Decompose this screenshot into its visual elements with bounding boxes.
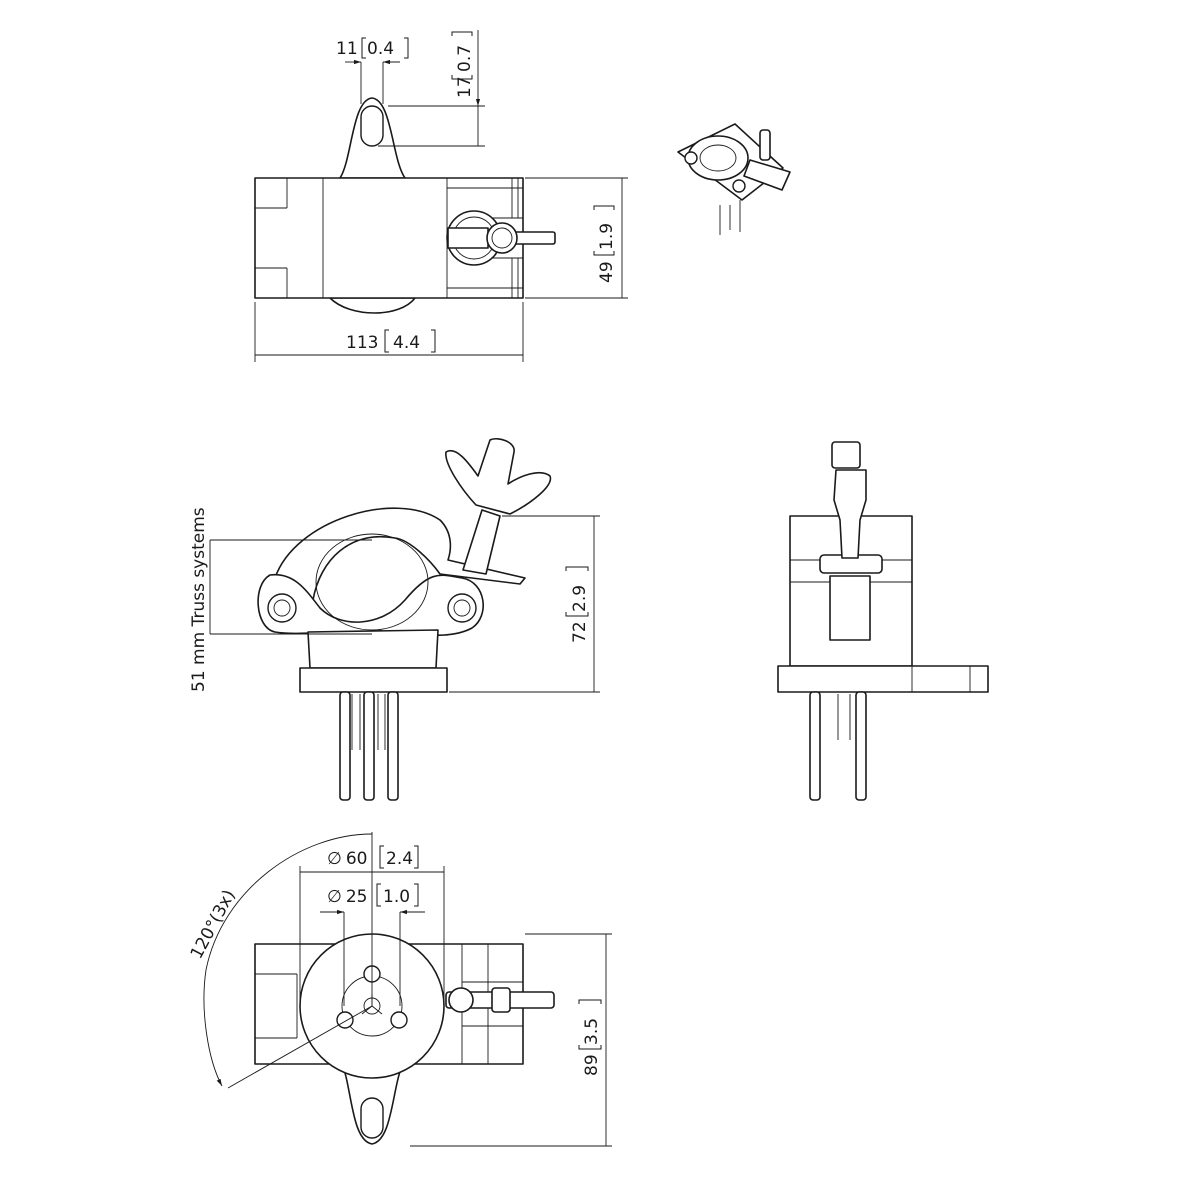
side-bolt: [833, 469, 867, 559]
neck: [307, 629, 439, 669]
top-dimensions: 11 0.4 17 0.7 49 1.9 113 4.4: [254, 30, 628, 362]
dim-bolt-circle: ∅60: [327, 849, 367, 869]
side-base-plate: [777, 665, 989, 693]
svg-text:0.4: 0.4: [367, 39, 394, 59]
svg-text:4.4: 4.4: [393, 333, 420, 353]
svg-text:0.7: 0.7: [455, 45, 475, 72]
front-dimensions: 72 2.9 51 mm Truss systems: [189, 507, 600, 693]
isometric-view: [677, 123, 791, 235]
base-plate: [299, 667, 448, 693]
wing-bolt-shaft: [462, 509, 501, 575]
tab-slot: [360, 105, 384, 147]
top-view: [254, 97, 556, 314]
dim-body-height: 49: [597, 261, 617, 283]
bolt-head-circle: [486, 222, 518, 254]
bottom-tab-slot: [360, 1097, 384, 1139]
svg-text:1.0: 1.0: [383, 887, 410, 907]
left-pivot: [267, 593, 297, 623]
angle-note: 120°(3x): [187, 887, 240, 963]
svg-text:1.9: 1.9: [597, 223, 617, 250]
side-bolt-sleeve: [829, 575, 871, 641]
dim-overall-length: 113: [346, 333, 378, 353]
dim-tab-width: 11: [336, 39, 358, 59]
svg-text:2.4: 2.4: [386, 849, 413, 869]
front-view: [257, 437, 552, 801]
svg-text:3.5: 3.5: [582, 1018, 602, 1045]
dim-clamp-height: 72: [570, 621, 590, 643]
bolt-shaft: [447, 227, 489, 249]
svg-text:2.9: 2.9: [570, 585, 590, 612]
bottom-disc-edge: [329, 297, 416, 314]
svg-text:17: 17: [455, 76, 475, 98]
right-pivot: [447, 593, 477, 623]
dim-base-height: 89: [582, 1054, 602, 1076]
wing-nut: [445, 437, 552, 515]
truss-note: 51 mm Truss systems: [189, 507, 209, 692]
side-view: [777, 441, 989, 801]
dim-center-hole: ∅25: [327, 887, 367, 907]
